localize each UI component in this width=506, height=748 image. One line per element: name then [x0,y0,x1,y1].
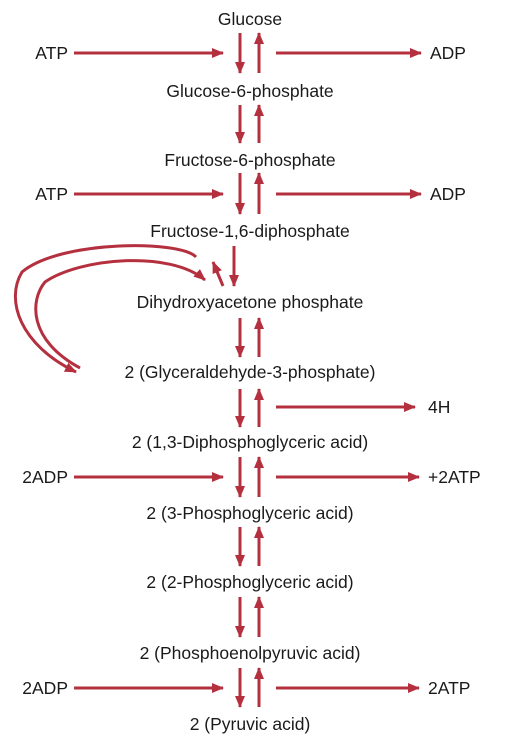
side-input-label: ATP [35,184,68,204]
compound-phosphoenolpyruvic-acid: 2 (Phosphoenolpyruvic acid) [139,643,361,663]
side-input-label: ATP [35,43,68,63]
compound-glucose-6-phosphate: Glucose-6-phosphate [166,81,334,101]
compound-pyruvic-acid: 2 (Pyruvic acid) [189,714,311,734]
side-input-label: 2ADP [22,678,68,698]
compound-glucose: Glucose [217,9,283,29]
compound-3-phosphoglyceric-acid: 2 (3-Phosphoglyceric acid) [146,503,354,523]
compound-1-3-diphosphoglyceric-acid: 2 (1,3-Diphosphoglyceric acid) [131,432,369,452]
split-arrow-outer [13,244,198,374]
compound-2-phosphoglyceric-acid: 2 (2-Phosphoglyceric acid) [146,572,354,592]
side-arrows [74,48,422,693]
side-output-label: 2ATP [428,678,471,698]
reverse-arrow [211,261,225,287]
compound-fructose-6-phosphate: Fructose-6-phosphate [164,150,336,170]
side-input-label: 2ADP [22,467,68,487]
side-output-label: 4H [428,397,451,417]
side-output-label: ADP [430,43,466,63]
reversible-arrows [211,32,264,708]
compound-glyceraldehyde-3-phosphate: 2 (Glyceraldehyde-3-phosphate) [124,362,376,382]
side-output-label: ADP [430,184,466,204]
compound-dihydroxyacetone-phosphate: Dihydroxyacetone phosphate [136,292,364,312]
side-output-label: +2ATP [428,467,481,487]
compound-fructose-1-6-diphosphate: Fructose-1,6-diphosphate [150,221,350,241]
split-arrow-inner [34,259,206,370]
split-arrow [13,244,206,374]
